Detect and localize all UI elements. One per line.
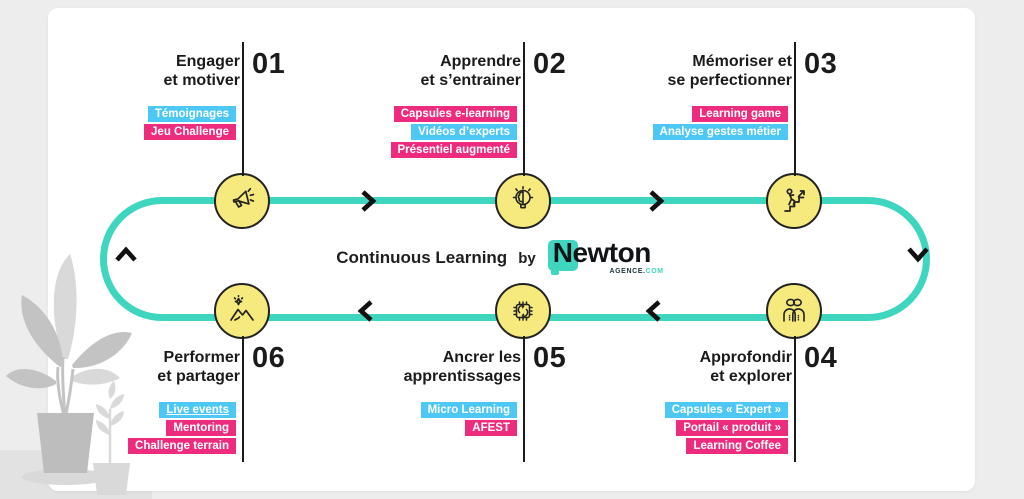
stage-tag: Learning game: [692, 106, 788, 122]
stage-03: Mémoriser et se perfectionner 03 Learnin…: [574, 42, 844, 176]
stage-05-node: [495, 283, 551, 339]
stage-tag: AFEST: [465, 420, 517, 436]
stage-tag: Learning Coffee: [686, 438, 788, 454]
chip-sync-icon: [513, 301, 533, 321]
stage-stem: [794, 336, 796, 462]
stage-title: Approfondir et explorer: [699, 349, 792, 385]
mountain-star-icon: [230, 294, 254, 321]
stage-number: 04: [804, 342, 838, 374]
newton-logo-text: Newton: [552, 237, 652, 268]
stage-stem: [523, 42, 525, 176]
arrow-left-icon: [642, 298, 668, 324]
stage-title: Apprendre et s’entrainer: [420, 53, 521, 89]
lightbulb-brain-icon: [512, 186, 534, 209]
plant-decoration-icon: [6, 254, 132, 495]
stage-title: Ancrer les apprentissages: [403, 349, 521, 385]
stage-04-node: [766, 283, 822, 339]
stage-tag: Jeu Challenge: [144, 124, 236, 140]
arrow-down-icon: [905, 241, 931, 267]
stage-title: Engager et motiver: [163, 53, 240, 89]
stage-tag: Témoignages: [147, 106, 236, 122]
stage-tag: Capsules e-learning: [393, 106, 517, 122]
arrow-right-icon: [354, 188, 380, 214]
stage-title: Mémoriser et se perfectionner: [667, 53, 792, 89]
people-infinity-icon: [783, 298, 805, 322]
stage-tag: Live events: [159, 402, 236, 418]
newton-logo-subtext: AGENCE.COM: [609, 268, 664, 275]
stage-number: 06: [252, 342, 286, 374]
stage-stem: [242, 336, 244, 462]
arrow-up-icon: [113, 242, 139, 268]
stage-02-node: [495, 173, 551, 229]
caption-by: by: [518, 249, 536, 267]
newton-logo: Newton AGENCE.COM: [547, 235, 664, 281]
stage-02: Apprendre et s’entrainer 02 Capsules e-l…: [303, 42, 573, 176]
stage-tag: Mentoring: [166, 420, 236, 436]
arrow-left-icon: [354, 298, 380, 324]
stage-tag: Portail « produit »: [676, 420, 788, 436]
diagram-caption: Continuous Learning: [336, 248, 508, 267]
stage-number: 01: [252, 48, 286, 80]
stage-stem: [523, 336, 525, 462]
stage-number: 05: [533, 342, 567, 374]
stage-tags: Capsules « Expert » Portail « produit » Le…: [664, 402, 788, 454]
stage-stem: [242, 42, 244, 176]
stage-tag: Challenge terrain: [128, 438, 236, 454]
newton-logo-square: [547, 240, 578, 275]
stage-stem: [794, 42, 796, 176]
stage-tag: Présentiel augmenté: [390, 142, 517, 158]
center-caption-group: Continuous Learning by Newton AGENCE.COM: [320, 233, 680, 283]
stage-number: 03: [804, 48, 838, 80]
megaphone-icon: [232, 187, 255, 208]
stage-06-node: [214, 283, 270, 339]
stage-number: 02: [533, 48, 567, 80]
stage-03-node: [766, 173, 822, 229]
stage-01-node: [214, 173, 270, 229]
stage-tag: Vidéos d’experts: [411, 124, 517, 140]
stage-05: Ancrer les apprentissages 05 Micro Learn…: [303, 336, 573, 462]
stage-title: Performer et partager: [157, 349, 240, 385]
person-climbing-stairs-icon: [784, 188, 805, 212]
stage-tag: Analyse gestes métier: [652, 124, 788, 140]
arrow-right-icon: [642, 188, 668, 214]
stage-tag: Capsules « Expert »: [664, 402, 788, 418]
stage-tag: Micro Learning: [420, 402, 517, 418]
stage-04: Approfondir et explorer 04 Capsules « Ex…: [574, 336, 844, 462]
